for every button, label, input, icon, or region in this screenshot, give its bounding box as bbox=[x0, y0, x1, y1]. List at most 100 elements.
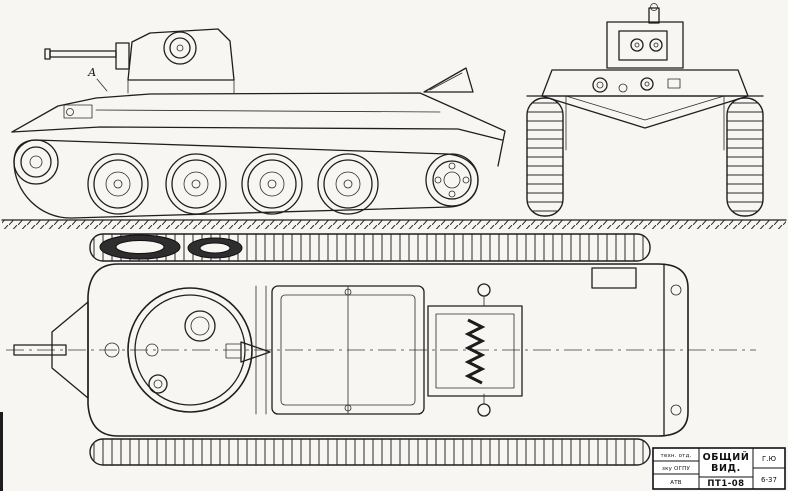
turret-plan bbox=[127, 287, 271, 413]
sprocket-bolt bbox=[462, 176, 470, 184]
air-intake-rib bbox=[429, 72, 463, 91]
spring-drum-1-core bbox=[115, 240, 165, 254]
wheel-hub bbox=[191, 179, 201, 189]
tow-hook-lower bbox=[670, 404, 682, 416]
wheel-ring bbox=[165, 153, 227, 215]
top-view bbox=[6, 233, 756, 466]
wheel-ring bbox=[241, 153, 303, 215]
port-cover bbox=[640, 77, 654, 91]
signature-bottom: 6-37 bbox=[761, 476, 777, 484]
wheel-ring bbox=[425, 153, 479, 207]
cupola-outer bbox=[163, 31, 197, 65]
hinge bbox=[344, 404, 352, 412]
wheel-ring bbox=[323, 159, 373, 209]
fitting-box bbox=[667, 78, 681, 89]
hinge bbox=[344, 288, 352, 296]
tow-hook-upper bbox=[670, 284, 682, 296]
front-turret bbox=[606, 3, 684, 69]
gun-port bbox=[630, 38, 644, 52]
wheel-hub bbox=[443, 171, 461, 189]
hull-upper-outline bbox=[11, 92, 506, 167]
scan-edge-artifact bbox=[0, 412, 3, 491]
ground-line bbox=[1, 219, 787, 229]
front-view bbox=[526, 3, 764, 217]
hull-side bbox=[11, 67, 506, 167]
engine-deck bbox=[255, 285, 425, 415]
wheel-hub bbox=[267, 179, 277, 189]
wheel-hub bbox=[343, 179, 353, 189]
road-wheel-4 bbox=[317, 153, 379, 215]
gun-mantlet bbox=[115, 42, 130, 70]
marker-a: А bbox=[87, 66, 108, 92]
filler-caps bbox=[477, 283, 491, 417]
turret-ring-inner bbox=[134, 294, 246, 406]
sprocket-bolt bbox=[434, 176, 442, 184]
pistol-port bbox=[145, 343, 159, 357]
mg-port bbox=[649, 38, 663, 52]
marker-a-leader bbox=[96, 78, 108, 92]
wheel-ring bbox=[171, 159, 221, 209]
hull-plan-outline bbox=[87, 263, 689, 437]
lower-track-run bbox=[89, 438, 651, 466]
drive-sprocket bbox=[425, 153, 479, 207]
org-row-1: техн. отд. bbox=[660, 453, 691, 459]
ground-hatching bbox=[2, 220, 786, 229]
hull-side-seam bbox=[95, 109, 441, 113]
idler-wheel bbox=[13, 139, 59, 185]
wheel-ring bbox=[432, 160, 472, 200]
right-track bbox=[726, 97, 764, 217]
org-row-3: АТВ bbox=[670, 480, 682, 486]
cupola-plan-inner bbox=[190, 316, 210, 336]
top-hull bbox=[13, 263, 689, 437]
wheel-ring bbox=[105, 171, 131, 197]
signature-top: Г.Ю bbox=[762, 455, 776, 463]
turret-ring-outer bbox=[127, 287, 253, 413]
wheel-ring bbox=[13, 139, 59, 185]
wheel-hub bbox=[113, 179, 123, 189]
marker-a-label: А bbox=[87, 66, 96, 79]
periscope bbox=[648, 7, 660, 24]
vision-port bbox=[66, 108, 74, 116]
gun-barrel bbox=[44, 42, 130, 70]
drawing-title-line1: ОБЩИЙ bbox=[703, 451, 750, 463]
air-intake bbox=[423, 67, 474, 93]
rear-stowage-box bbox=[591, 267, 637, 289]
gun-port-center bbox=[634, 42, 640, 48]
side-view: А bbox=[11, 28, 506, 219]
wheel-hub bbox=[29, 155, 43, 169]
title-block: техн. отд. зку ОГПУ АТВ ОБЩИЙ ВИД. ПТ1-0… bbox=[652, 447, 786, 490]
wheel-ring bbox=[247, 159, 297, 209]
radiator-grille bbox=[427, 305, 523, 397]
turret-hatch bbox=[148, 374, 168, 394]
wheel-ring bbox=[335, 171, 361, 197]
wheel-ring bbox=[183, 171, 209, 197]
headlight bbox=[592, 77, 608, 93]
cupola-inner bbox=[169, 37, 191, 59]
suspension-springs bbox=[99, 234, 243, 260]
sprocket-bolt bbox=[448, 190, 456, 198]
turret-hatch-center bbox=[153, 379, 163, 389]
cupola-plan-outer bbox=[184, 310, 216, 342]
running-gear bbox=[13, 139, 479, 219]
mg-port-center bbox=[653, 42, 659, 48]
front-tracks bbox=[526, 95, 764, 217]
louvre-zigzag bbox=[464, 318, 486, 385]
wheel-ring bbox=[93, 159, 143, 209]
drawing-number: ПТ1-08 bbox=[707, 479, 744, 489]
muzzle bbox=[44, 48, 51, 60]
wheel-ring bbox=[259, 171, 285, 197]
turret-side bbox=[127, 28, 235, 94]
glacis-vee-inner bbox=[565, 95, 725, 121]
wheel-ring bbox=[87, 153, 149, 215]
glacis-vee bbox=[541, 95, 749, 129]
road-wheel-1 bbox=[87, 153, 149, 215]
org-row-2: зку ОГПУ bbox=[662, 466, 690, 472]
drawing-title-line2: ВИД. bbox=[711, 463, 741, 474]
left-track bbox=[526, 97, 564, 217]
cupola-hub bbox=[176, 44, 184, 52]
turret-front-outline bbox=[606, 21, 684, 69]
wheel-ring bbox=[20, 146, 52, 178]
barrel-collar bbox=[104, 342, 120, 358]
